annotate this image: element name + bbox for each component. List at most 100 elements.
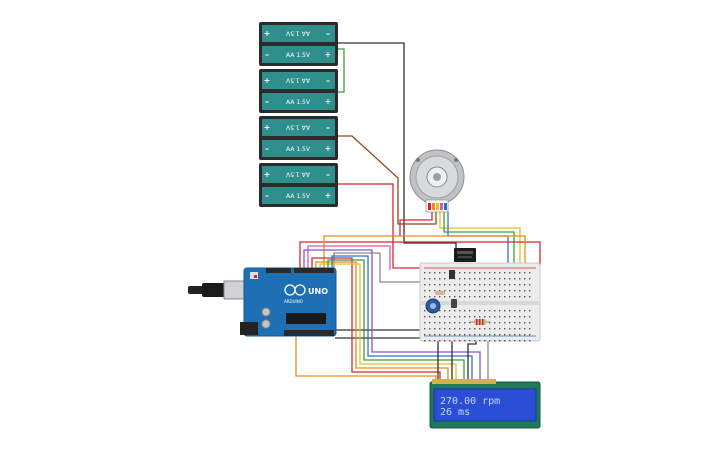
polarity-sign: – [326, 76, 330, 85]
wire-lcd-blue[interactable] [331, 255, 473, 382]
breadboard-hole [484, 316, 486, 318]
wire-red-battery[interactable] [338, 183, 430, 269]
breadboard-hole [424, 316, 426, 318]
wire-black-battery[interactable] [338, 42, 457, 252]
breadboard-hole [439, 316, 441, 318]
polarity-sign: + [264, 29, 271, 38]
wire-red-top[interactable] [299, 241, 541, 268]
breadboard-hole [439, 340, 441, 342]
breadboard-hole [459, 272, 461, 274]
breadboard-hole [499, 340, 501, 342]
breadboard-hole [464, 310, 466, 312]
breadboard-hole [469, 310, 471, 312]
breadboard-hole [489, 322, 491, 324]
breadboard-hole [429, 278, 431, 280]
wire-brown-battery[interactable] [338, 135, 437, 225]
breadboard[interactable] [419, 262, 541, 342]
arduino-model: UNO [308, 287, 328, 296]
breadboard-hole [434, 316, 436, 318]
push-button[interactable] [451, 299, 457, 308]
breadboard-hole [464, 316, 466, 318]
polarity-sign: + [325, 144, 332, 153]
wire-lcd-orange[interactable] [315, 261, 449, 382]
breadboard-hole [519, 322, 521, 324]
battery-label: AA 1.5V [285, 30, 310, 37]
breadboard-hole [469, 272, 471, 274]
breadboard-hole [439, 278, 441, 280]
breadboard-hole [429, 334, 431, 336]
breadboard-hole [484, 284, 486, 286]
breadboard-hole [459, 284, 461, 286]
breadboard-hole [529, 310, 531, 312]
breadboard-hole [504, 290, 506, 292]
wire-motor-yellow[interactable] [439, 212, 521, 290]
battery-label: AA 1.5V [285, 124, 310, 131]
breadboard-hole [474, 296, 476, 298]
breadboard-hole [529, 334, 531, 336]
battery-label: AA 1.5V [285, 171, 310, 178]
breadboard-hole [519, 310, 521, 312]
breadboard-hole [509, 322, 511, 324]
wire-orange-top[interactable] [323, 235, 526, 268]
lcd-display[interactable]: 270.00 rpm 26 ms [429, 379, 541, 429]
breadboard-hole [504, 328, 506, 330]
breadboard-hole [494, 322, 496, 324]
potentiometer[interactable] [425, 298, 441, 314]
breadboard-hole [529, 322, 531, 324]
breadboard-hole [504, 284, 506, 286]
breadboard-hole [509, 316, 511, 318]
breadboard-hole [434, 272, 436, 274]
resistor[interactable] [470, 319, 490, 325]
battery-label: AA 1.5V [285, 77, 310, 84]
wire-motor-red[interactable] [399, 212, 433, 236]
wire-lcd-yellow[interactable] [319, 263, 457, 382]
usb-cable [188, 280, 247, 300]
breadboard-hole [519, 328, 521, 330]
breadboard-hole [464, 278, 466, 280]
breadboard-hole [529, 290, 531, 292]
breadboard-hole [529, 340, 531, 342]
breadboard-hole [459, 322, 461, 324]
wire-lcd-green[interactable] [327, 259, 465, 382]
breadboard-hole [524, 334, 526, 336]
breadboard-hole [514, 310, 516, 312]
wire-lcd-purple[interactable] [303, 249, 481, 382]
battery-label: AA 1.5V [286, 52, 311, 59]
breadboard-hole [444, 328, 446, 330]
stepper-motor[interactable] [409, 149, 465, 213]
breadboard-hole [504, 296, 506, 298]
breadboard-hole [514, 272, 516, 274]
breadboard-hole [454, 290, 456, 292]
arduino-brand: ARDUINO [284, 299, 303, 304]
arduino-uno-board[interactable]: UNO ARDUINO [188, 267, 337, 337]
breadboard-hole [479, 316, 481, 318]
breadboard-hole [424, 278, 426, 280]
wire-lcd-red[interactable] [311, 257, 441, 382]
resistor-small[interactable] [435, 291, 445, 295]
polarity-sign: + [325, 191, 332, 200]
polarity-sign: + [264, 76, 271, 85]
breadboard-hole [449, 296, 451, 298]
breadboard-hole [529, 284, 531, 286]
breadboard-hole [429, 322, 431, 324]
breadboard-hole [424, 322, 426, 324]
breadboard-hole [509, 290, 511, 292]
breadboard-hole [459, 334, 461, 336]
breadboard-hole [439, 328, 441, 330]
breadboard-hole [474, 284, 476, 286]
hall-sensor[interactable] [449, 270, 455, 279]
motor-driver-chip[interactable] [454, 248, 476, 262]
breadboard-hole [489, 278, 491, 280]
breadboard-hole [499, 290, 501, 292]
breadboard-hole [479, 340, 481, 342]
lcd-line-2: 26 ms [440, 407, 470, 418]
wire-green-battery[interactable] [338, 48, 345, 93]
wire-pink-top[interactable] [307, 245, 391, 270]
lcd-line-1: 270.00 rpm [440, 396, 500, 407]
